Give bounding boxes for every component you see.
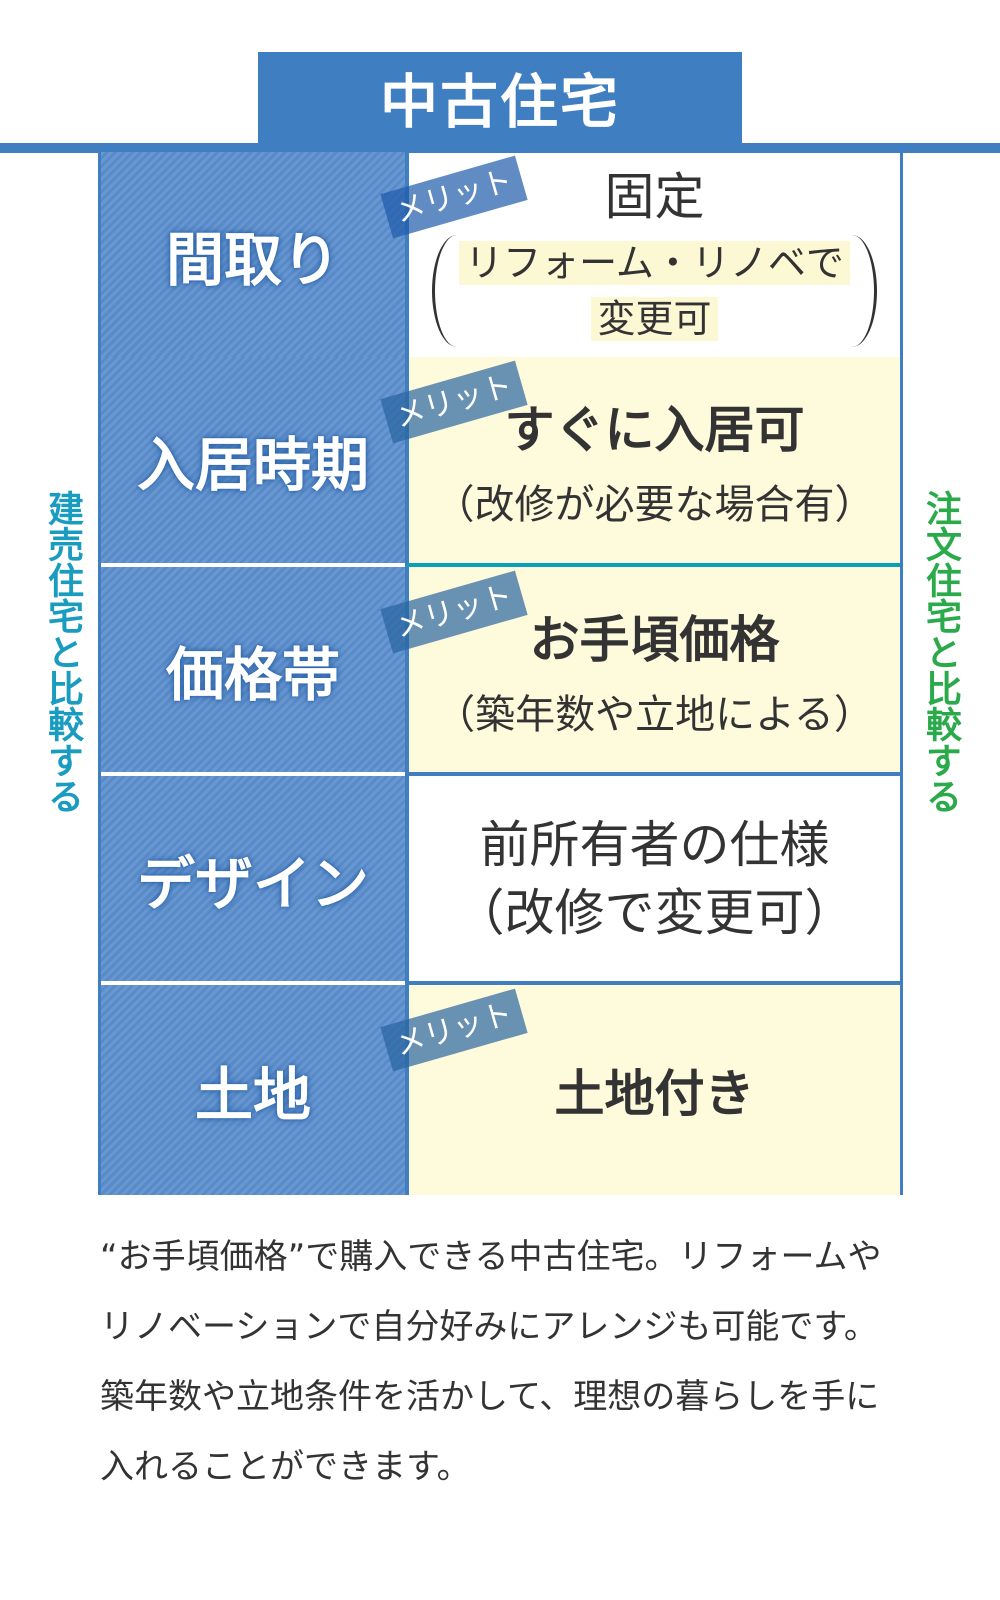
row-value: 固定 リフォーム・リノベで 変更可 bbox=[405, 152, 900, 361]
table-row: 間取り メリット 固定 リフォーム・リノベで 変更可 bbox=[101, 152, 900, 361]
table-row: デザイン 前所有者の仕様 （改修で変更可） bbox=[101, 776, 900, 985]
table-row: 入居時期 メリット すぐに入居可 （改修が必要な場合有） bbox=[101, 357, 900, 567]
table-row: 価格帯 メリット お手頃価格 （築年数や立地による） bbox=[101, 567, 900, 776]
value-main: 固定 bbox=[604, 167, 705, 226]
comparison-table: 間取り メリット 固定 リフォーム・リノベで 変更可 入居時期 メリット すぐに… bbox=[98, 152, 903, 1195]
table-row: 土地 メリット 土地付き bbox=[101, 985, 900, 1195]
row-value: 前所有者の仕様 （改修で変更可） bbox=[405, 776, 900, 985]
value-main: すぐに入居可 bbox=[504, 401, 805, 459]
row-label: 間取り bbox=[101, 152, 405, 361]
row-label: 価格帯 bbox=[101, 567, 405, 776]
note-line: 変更可 bbox=[591, 296, 718, 341]
value-main: お手頃価格 bbox=[529, 610, 780, 669]
page-title: 中古住宅 bbox=[258, 52, 742, 147]
value-sub: （改修で変更可） bbox=[454, 883, 855, 942]
row-label: 土地 bbox=[101, 985, 405, 1195]
row-value: 土地付き bbox=[405, 985, 900, 1195]
value-sub: （築年数や立地による） bbox=[435, 691, 874, 738]
side-label-right: 注文住宅と比較する bbox=[920, 490, 961, 814]
value-note: リフォーム・リノベで 変更可 bbox=[432, 234, 877, 347]
header-bar bbox=[0, 143, 1000, 153]
value-sub: （改修が必要な場合有） bbox=[434, 482, 875, 528]
row-label: デザイン bbox=[101, 776, 405, 985]
side-label-left: 建売住宅と比較する bbox=[42, 490, 83, 814]
description: “お手頃価格”で購入できる中古住宅。リフォームやリノベーションで自分好みにアレン… bbox=[100, 1237, 882, 1487]
row-label: 入居時期 bbox=[101, 357, 405, 567]
value-main: 土地付き bbox=[554, 1065, 755, 1123]
note-line: リフォーム・リノベで bbox=[459, 240, 850, 285]
value-main: 前所有者の仕様 bbox=[479, 815, 830, 874]
